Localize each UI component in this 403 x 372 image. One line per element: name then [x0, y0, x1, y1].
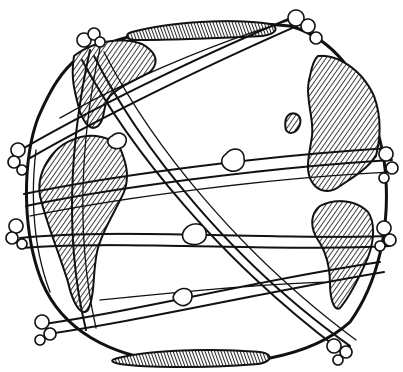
frayed-end-bottom-left: [35, 315, 56, 345]
frayed-end-left-mid: [6, 219, 27, 249]
top-landmass: [127, 21, 275, 40]
africa: [312, 201, 373, 308]
knot-lower: [173, 289, 192, 306]
europe-asia: [308, 56, 380, 191]
island: [285, 113, 300, 132]
rope-knots: [108, 133, 244, 305]
antarctica: [112, 350, 269, 367]
frayed-end-left-upper: [8, 143, 27, 175]
knot-left-mid: [108, 133, 126, 149]
frayed-end-top-left: [77, 28, 105, 47]
knot-center: [183, 224, 207, 245]
frayed-end-right-mid: [379, 147, 398, 183]
knot-center-right: [222, 149, 245, 171]
frayed-end-bottom-right: [327, 339, 352, 365]
